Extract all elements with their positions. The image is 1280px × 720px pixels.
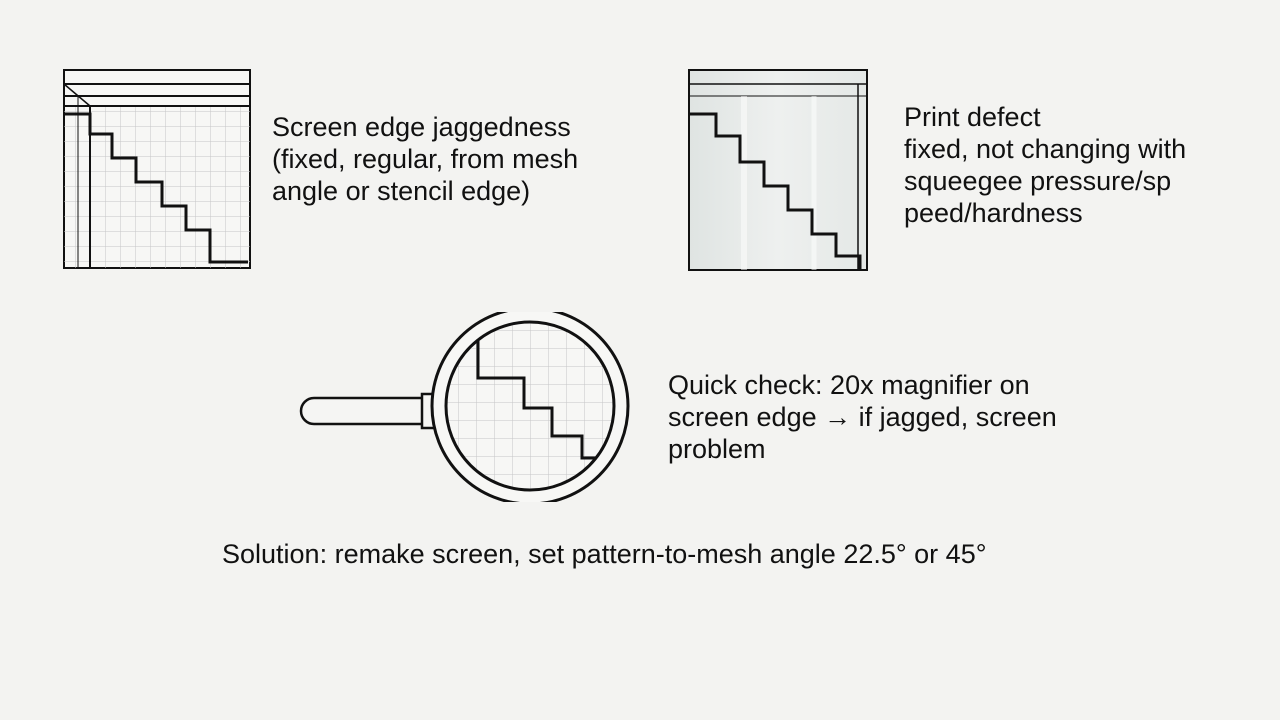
magnified-staircase-edge: [474, 330, 614, 460]
mesh-screen-icon: [63, 69, 251, 269]
screen-jaggedness-label: Screen edge jaggedness (fixed, regular, …: [272, 112, 579, 206]
print-defect-label: Print defect fixed, not changing with sq…: [904, 102, 1187, 228]
print-sample-icon: [688, 69, 868, 271]
solution-text: Solution: remake screen, set pattern-to-…: [222, 539, 987, 569]
staircase-edge: [64, 112, 248, 264]
magnifying-glass-icon: [299, 312, 630, 502]
quick-check-label: Quick check: 20x magnifier on screen edg…: [668, 370, 1057, 464]
printed-staircase-edge: [689, 112, 862, 270]
